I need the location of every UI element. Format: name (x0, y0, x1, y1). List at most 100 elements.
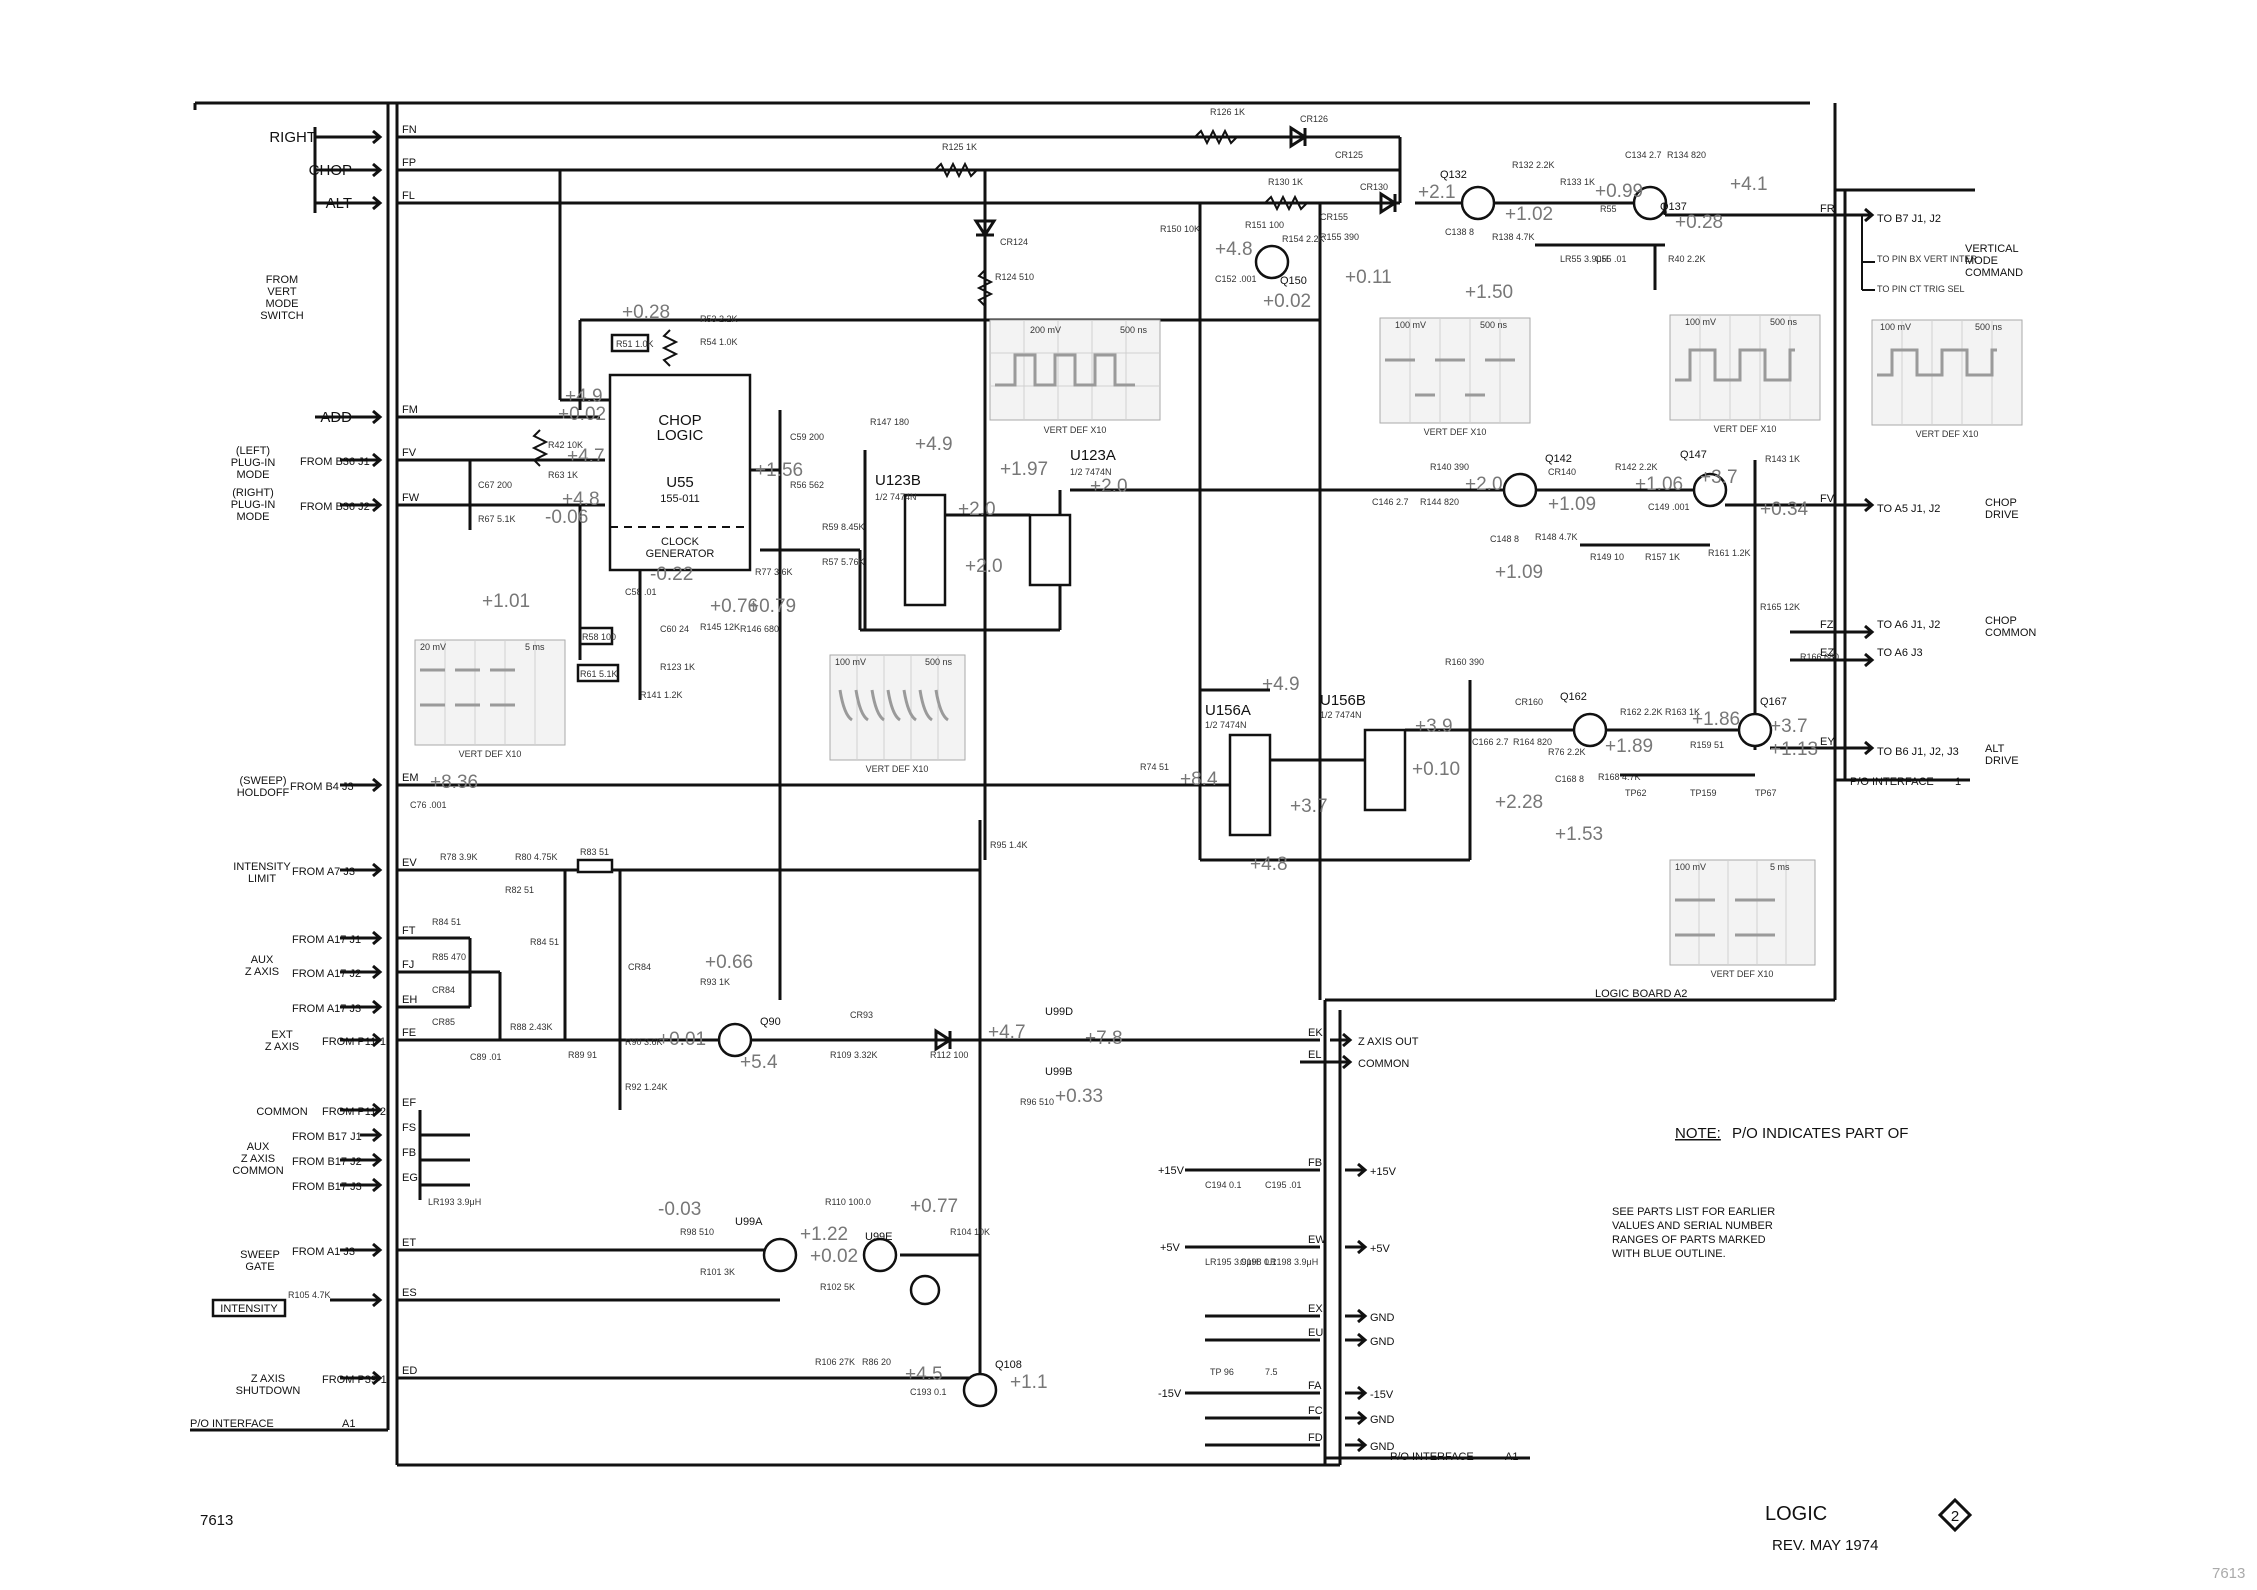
r82: R84 51 (432, 917, 461, 927)
c195: C198 0.1 (1240, 1257, 1277, 1267)
r149: R166 680 (1800, 652, 1839, 662)
aux-z-common-1: AUX (247, 1141, 270, 1153)
r83: R85 470 (432, 952, 466, 962)
right-plugin-3: MODE (237, 511, 270, 523)
z-shutdown-1: Z AXIS (251, 1373, 285, 1385)
q142-ref: Q142 (1545, 453, 1572, 465)
r61: R146 680 (740, 624, 779, 634)
tp62: R76 2.2K (1548, 747, 1586, 757)
input-from-a17-j2: FROM A17 J2 (292, 968, 361, 980)
parts-note-1: SEE PARTS LIST FOR EARLIER (1612, 1206, 1775, 1218)
plugin-resistors: R42 10K R63 1K C67 200 R67 5.1K C59 200 … (468, 429, 865, 700)
right-outputs: FR TO B7 J1, J2 TO PIN BX VERT INTER TO … (1595, 203, 2036, 1000)
pin-fj: FJ (402, 959, 414, 971)
r105: R86 20 (862, 1357, 891, 1367)
vertical-mode-1: VERTICAL (1965, 243, 2019, 255)
notes: NOTE: P/O INDICATES PART OF SEE PARTS LI… (1612, 1125, 1908, 1260)
group-labels: FROM VERT MODE SWITCH (LEFT) PLUG-IN MOD… (190, 274, 355, 1430)
u55-title-2: LOGIC (657, 427, 704, 444)
scope-0-time: 500 ns (1120, 325, 1148, 335)
vert-mode-4: SWITCH (260, 310, 303, 322)
r96: R101 3K (700, 1267, 735, 1277)
r154: R154 2.2K (1282, 234, 1325, 244)
out-pin-fz: FZ (1820, 619, 1834, 631)
u156a-part: 1/2 7474N (1205, 720, 1247, 730)
v-26: +1.09 (1548, 494, 1596, 515)
c149: R165 12K (1760, 602, 1800, 612)
v-32: +3.9 (1415, 716, 1453, 737)
input-from-a17-j1: FROM A17 J1 (292, 934, 361, 946)
u99c-ref: U99D (1045, 1006, 1073, 1018)
v-50: -0.03 (658, 1199, 701, 1220)
voltage-annotations: +0.28 +4.9 +0.02 +4.7 +4.8 -0.06 +1.01 -… (430, 174, 1818, 1393)
v-55: +1.1 (1010, 1372, 1048, 1393)
pwr-pin-eu: EU (1308, 1327, 1323, 1339)
c67: R59 8.45K (822, 522, 865, 532)
pwr-left-15v: +15V (1158, 1165, 1185, 1177)
pwr-left-5v: +5V (1160, 1242, 1181, 1254)
u156b-ref: U156B (1320, 692, 1366, 709)
v-25: +2.0 (1465, 474, 1503, 495)
pin-fe: FE (402, 1027, 416, 1039)
r125: R125 1K (942, 142, 977, 152)
r165: R162 2.2K (1620, 707, 1663, 717)
v-20: +0.28 (1675, 212, 1723, 233)
c138: C55 .01 (1595, 254, 1627, 264)
pin-fw: FW (402, 492, 420, 504)
v-36: +4.8 (1250, 854, 1288, 875)
r157: R160 390 (1445, 657, 1484, 667)
r93: R109 3.32K (830, 1050, 878, 1060)
v-42: +1.53 (1555, 824, 1603, 845)
input-from-b36-j1: FROM B36 J1 (300, 456, 370, 468)
v-41: +2.28 (1495, 792, 1543, 813)
lr55: R53 2.2K (700, 314, 738, 324)
v-35: +3.7 (1290, 796, 1328, 817)
v-49: +0.33 (1055, 1086, 1103, 1107)
common-label: COMMON (256, 1106, 307, 1118)
v-17: +1.02 (1505, 204, 1553, 225)
left-pin-labels: FN FP FL FM FV FW EM EV FT FJ EH FE EF F… (402, 124, 420, 1377)
u156a-ref: U156A (1205, 702, 1251, 719)
v-24: +1.50 (1465, 282, 1513, 303)
r54: R67 5.1K (478, 514, 516, 524)
input-from-b17-j1: FROM B17 J1 (292, 1131, 362, 1143)
v-45: +0.01 (658, 1029, 706, 1050)
c193: C194 0.1 (1205, 1180, 1242, 1190)
ext-z-axis-1: EXT (271, 1029, 293, 1041)
r166: R163 1K (1665, 707, 1700, 717)
out-a6-j3: TO A6 J3 (1877, 647, 1923, 659)
pwr-pin-fa: FA (1308, 1380, 1322, 1392)
v-2: +0.02 (558, 404, 606, 425)
intensity-limit-2: LIMIT (248, 873, 276, 885)
interface-right: P/O INTERFACE (1850, 776, 1934, 788)
sweep-gate-1: SWEEP (240, 1249, 280, 1261)
r151: R151 100 (1245, 220, 1284, 230)
v-1: +4.9 (565, 386, 603, 407)
r150: R150 10K (1160, 224, 1200, 234)
cr93: R112 100 (930, 1050, 968, 1060)
r140: C146 2.7 (1372, 497, 1409, 507)
v-48: +7.8 (1085, 1028, 1123, 1049)
r164: TP62 (1625, 788, 1647, 798)
r161: CR160 (1515, 697, 1543, 707)
r102: R105 4.7K (288, 1290, 331, 1300)
v-28: +3.7 (1700, 467, 1738, 488)
r110: R104 10K (950, 1227, 990, 1237)
input-from-b36-j2: FROM B36 J2 (300, 501, 370, 513)
r92: CR93 (850, 1010, 873, 1020)
u123b-part: 1/2 7474N (875, 492, 917, 502)
board-label: LOGIC BOARD A2 (1595, 988, 1687, 1000)
scope-2: 100 mV 500 ns VERT DEF X10 (1669, 314, 1821, 434)
v-51: +1.22 (800, 1224, 848, 1245)
c55: R54 1.0K (700, 337, 738, 347)
scope-5: 100 mV 500 ns VERT DEF X10 (829, 654, 966, 774)
c137: R134 820 (1667, 150, 1706, 160)
r159: R74 51 (1140, 762, 1169, 772)
v-7: -0.22 (650, 564, 693, 585)
v-4: +4.8 (562, 489, 600, 510)
r137: C134 2.7 (1625, 150, 1662, 160)
left-input-labels: RIGHT CHOP ALT ADD FROM B36 J1 FROM B36 … (269, 129, 386, 1386)
r141: R140 390 (1430, 462, 1469, 472)
r84: CR84 (432, 985, 455, 995)
z-out-pin: EK (1308, 1027, 1323, 1039)
